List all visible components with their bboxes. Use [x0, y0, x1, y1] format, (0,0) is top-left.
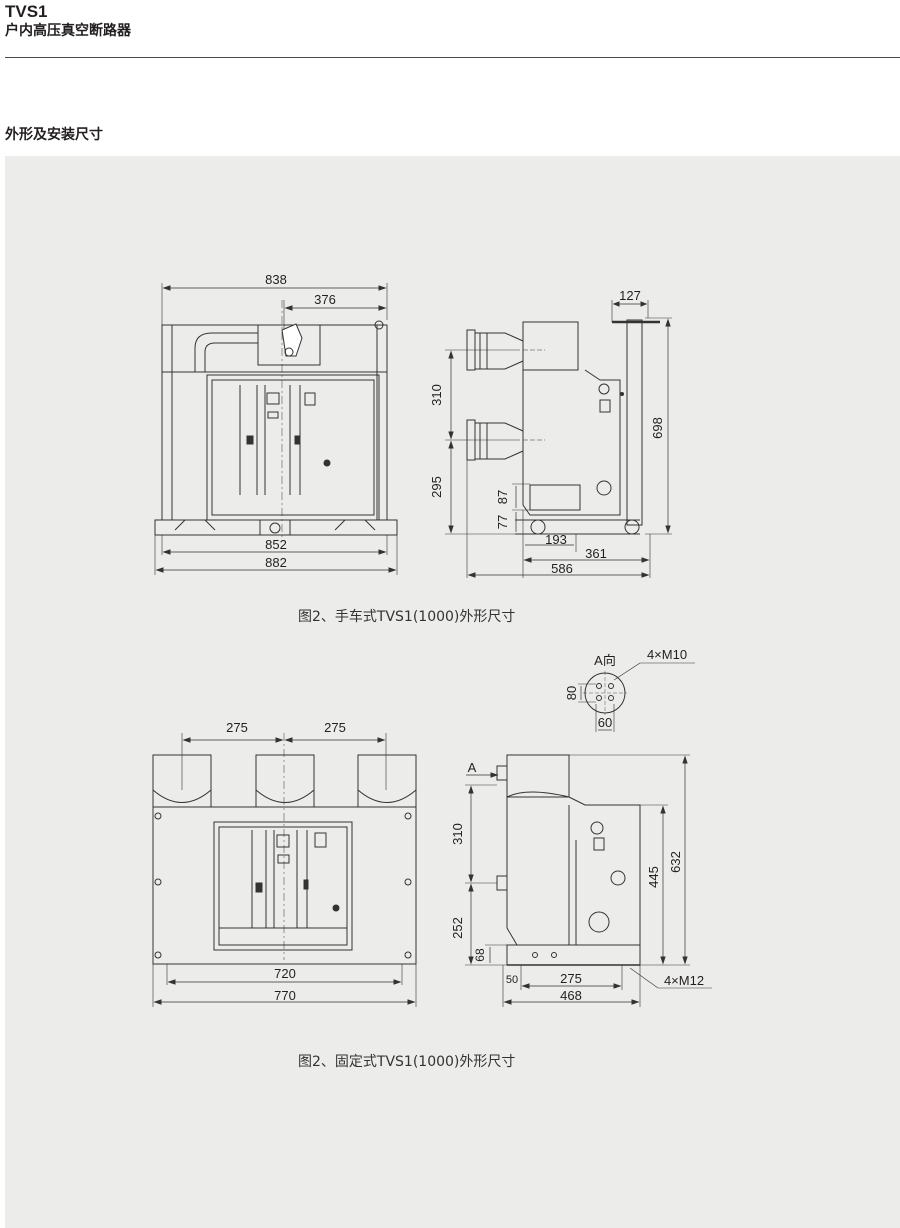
dim-632: 632: [668, 851, 683, 873]
fig1-side-view: 127: [429, 288, 672, 578]
fig2-side-view: A 310 252 68: [450, 754, 712, 1007]
fig2-view-a: A向 4×M10 80 60: [564, 647, 695, 732]
product-model: TVS1: [5, 2, 48, 21]
dim-882: 882: [265, 555, 287, 570]
page-header: TVS1 户内高压真空断路器: [5, 2, 131, 40]
fig2-front-view: 275 275: [152, 720, 417, 1007]
dim-275-side: 275: [560, 971, 582, 986]
dim-252: 252: [450, 917, 465, 939]
product-subtitle: 户内高压真空断路器: [5, 23, 131, 39]
header-rule: [5, 57, 900, 58]
a-marker: A: [468, 760, 477, 775]
dim-87: 87: [495, 490, 510, 504]
dim-770: 770: [274, 988, 296, 1003]
dim-275-left: 275: [226, 720, 248, 735]
dim-376: 376: [314, 292, 336, 307]
dim-68: 68: [473, 948, 487, 962]
dim-275-right: 275: [324, 720, 346, 735]
dim-127: 127: [619, 288, 641, 303]
dim-361: 361: [585, 546, 607, 561]
dim-468: 468: [560, 988, 582, 1003]
dim-50: 50: [506, 974, 518, 986]
view-a-dim-60: 60: [598, 715, 612, 730]
dim-310-b: 310: [450, 823, 465, 845]
dim-720: 720: [274, 966, 296, 981]
dim-586: 586: [551, 561, 573, 576]
view-a-bolts: 4×M10: [647, 647, 687, 662]
figure2-caption: 图2、固定式TVS1(1000)外形尺寸: [298, 1054, 516, 1070]
figure1-caption: 图2、手车式TVS1(1000)外形尺寸: [298, 609, 516, 625]
dim-698: 698: [650, 417, 665, 439]
dim-310-a: 310: [429, 384, 444, 406]
section-title: 外形及安装尺寸: [5, 127, 103, 143]
dim-295: 295: [429, 476, 444, 498]
dim-852: 852: [265, 537, 287, 552]
drawing-panel: [5, 156, 900, 1228]
dim-445: 445: [646, 866, 661, 888]
dim-193: 193: [545, 532, 567, 547]
bolts-m12: 4×M12: [664, 973, 704, 988]
view-a-dim-80: 80: [564, 686, 579, 700]
view-a-label: A向: [594, 653, 616, 668]
dim-838: 838: [265, 272, 287, 287]
fig1-front-view: 838 376: [154, 272, 398, 575]
dim-77: 77: [495, 515, 510, 529]
